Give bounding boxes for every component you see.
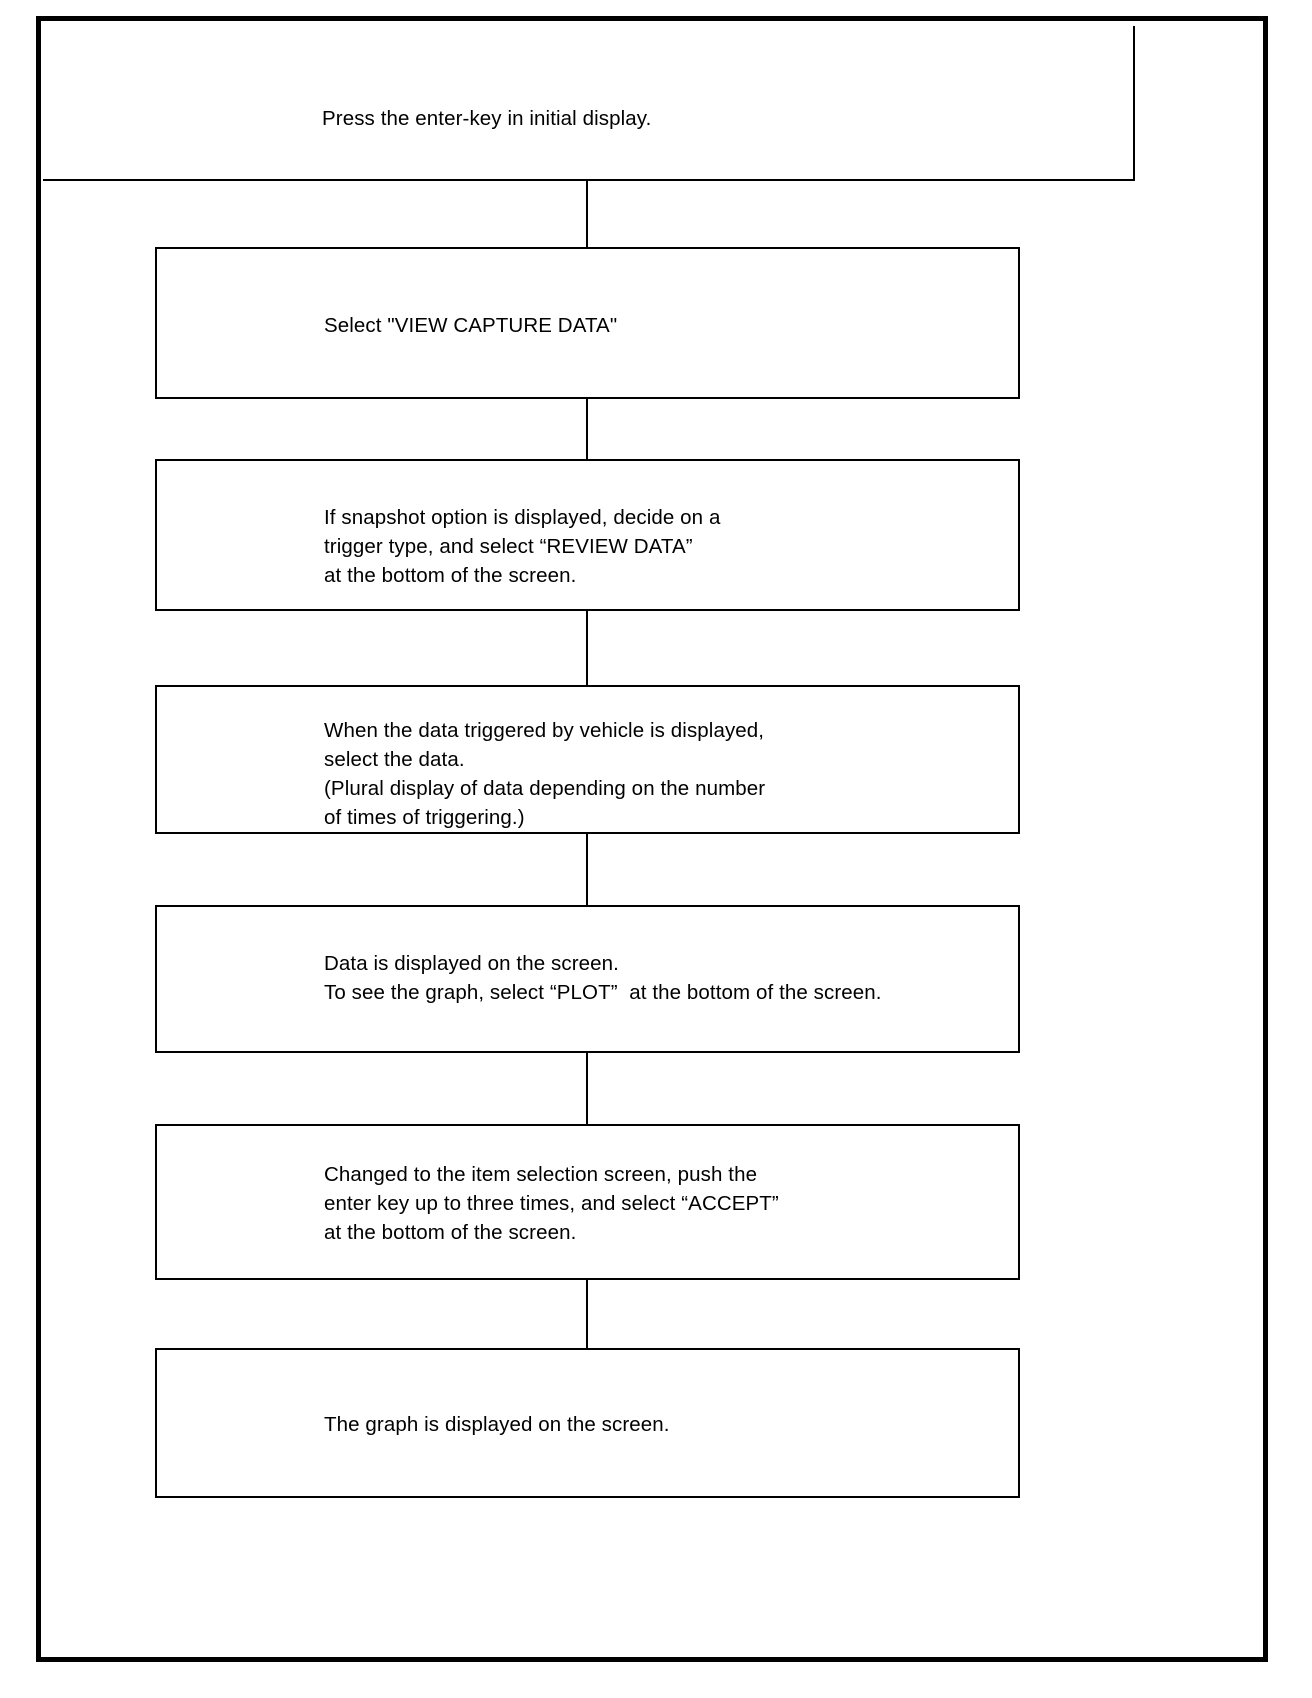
flow-step-box-4: When the data triggered by vehicle is di… <box>155 685 1020 834</box>
flow-connector-2 <box>586 399 588 460</box>
flow-step-text-4: When the data triggered by vehicle is di… <box>324 719 766 829</box>
flow-connector-3 <box>586 611 588 686</box>
flow-step-text-5: Data is displayed on the screen. To see … <box>324 952 882 1004</box>
flow-step-text-7: The graph is displayed on the screen. <box>324 1413 670 1436</box>
flow-step-box-1: Press the enter-key in initial display. <box>43 26 1135 181</box>
flow-step-box-5: Data is displayed on the screen. To see … <box>155 905 1020 1053</box>
flow-step-box-6: Changed to the item selection screen, pu… <box>155 1124 1020 1280</box>
flow-connector-6 <box>586 1280 588 1349</box>
flow-connector-1 <box>586 181 588 248</box>
flow-connector-4 <box>586 834 588 906</box>
flow-step-text-3: If snapshot option is displayed, decide … <box>324 506 721 587</box>
flow-step-text-1: Press the enter-key in initial display. <box>322 107 652 130</box>
flow-connector-5 <box>586 1053 588 1125</box>
flow-step-box-7: The graph is displayed on the screen. <box>155 1348 1020 1498</box>
flow-step-box-2: Select "VIEW CAPTURE DATA" <box>155 247 1020 399</box>
flow-step-text-2: Select "VIEW CAPTURE DATA" <box>324 314 618 337</box>
flow-step-text-6: Changed to the item selection screen, pu… <box>324 1163 779 1244</box>
flow-step-box-3: If snapshot option is displayed, decide … <box>155 459 1020 611</box>
